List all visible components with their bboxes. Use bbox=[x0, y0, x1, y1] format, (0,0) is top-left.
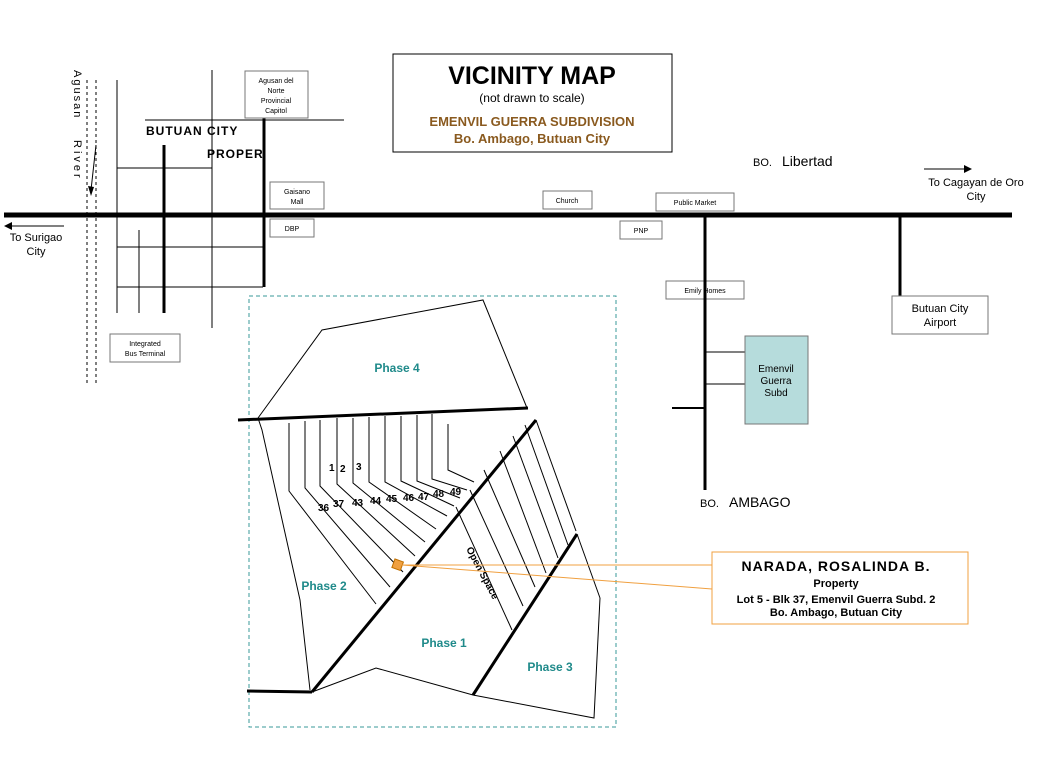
svg-text:BO.: BO. bbox=[700, 498, 719, 510]
lot-number: 2 bbox=[340, 464, 346, 475]
landmark-capitol: Agusan del Norte Provincial Capitol bbox=[244, 70, 309, 119]
svg-text:Public Market: Public Market bbox=[674, 200, 716, 207]
svg-text:BO.: BO. bbox=[753, 157, 772, 169]
proper-label: PROPER bbox=[207, 147, 264, 161]
svg-text:City: City bbox=[27, 246, 46, 258]
svg-text:Subd: Subd bbox=[764, 388, 787, 399]
ambago-label: BO. AMBAGO bbox=[700, 494, 791, 510]
map-title: VICINITY MAP bbox=[448, 62, 616, 90]
svg-text:Integrated: Integrated bbox=[129, 341, 161, 348]
svg-text:Church: Church bbox=[556, 198, 579, 205]
to-cagayan-de-oro: To Cagayan de Oro City bbox=[924, 165, 1024, 203]
lot-number: 43 bbox=[352, 498, 364, 509]
landmark-bus-terminal: Integrated Bus Terminal bbox=[109, 333, 181, 363]
svg-text:Butuan City: Butuan City bbox=[912, 303, 969, 315]
svg-text:PNP: PNP bbox=[634, 228, 649, 235]
svg-text:Agusan del: Agusan del bbox=[258, 78, 293, 85]
svg-text:DBP: DBP bbox=[285, 226, 300, 233]
property-address: Bo. Ambago, Butuan City bbox=[770, 607, 903, 619]
landmark-public-market: Public Market bbox=[655, 192, 735, 212]
svg-text:Bus Terminal: Bus Terminal bbox=[125, 351, 166, 358]
phase-2-label: Phase 2 bbox=[301, 579, 347, 593]
landmark-church: Church bbox=[542, 190, 593, 210]
lot-number: 45 bbox=[386, 494, 398, 505]
subdivision-name: EMENVIL GUERRA SUBDIVISION bbox=[429, 114, 634, 129]
arrow-left-icon bbox=[4, 222, 12, 230]
svg-text:To Surigao: To Surigao bbox=[10, 232, 63, 244]
property-type: Property bbox=[813, 578, 859, 590]
lot-number: 46 bbox=[403, 493, 415, 504]
landmark-gaisano-mall: Gaisano Mall bbox=[269, 181, 325, 210]
subdivision-inset-frame bbox=[248, 295, 617, 728]
landmark-pnp: PNP bbox=[619, 220, 663, 240]
to-surigao: To Surigao City bbox=[4, 222, 64, 258]
lot-numbers: 1 2 3 36 37 43 44 45 46 47 48 49 bbox=[318, 462, 462, 514]
svg-text:Capitol: Capitol bbox=[265, 108, 287, 115]
phase-1-label: Phase 1 bbox=[421, 636, 467, 650]
svg-text:Libertad: Libertad bbox=[782, 153, 833, 169]
scale-note: (not drawn to scale) bbox=[479, 91, 584, 105]
callout-line bbox=[401, 564, 713, 590]
lot-number: 48 bbox=[433, 489, 445, 500]
property-callout: NARADA, ROSALINDA B. Property Lot 5 - Bl… bbox=[711, 551, 969, 625]
svg-text:Guerra: Guerra bbox=[760, 376, 792, 387]
svg-text:AMBAGO: AMBAGO bbox=[729, 494, 791, 510]
lot-number: 3 bbox=[356, 462, 362, 473]
river-label-agusan: Agusan bbox=[71, 70, 83, 119]
landmark-dbp: DBP bbox=[269, 218, 315, 238]
lot-number: 37 bbox=[333, 499, 345, 510]
lot-number: 47 bbox=[418, 492, 430, 503]
phase-4-label: Phase 4 bbox=[374, 361, 420, 375]
lot-number: 1 bbox=[329, 463, 335, 474]
subdivision-plan bbox=[237, 299, 601, 719]
arrow-right-icon bbox=[964, 165, 972, 173]
landmark-airport: Butuan City Airport bbox=[891, 295, 989, 335]
lot-number: 44 bbox=[370, 496, 382, 507]
property-lot: Lot 5 - Blk 37, Emenvil Guerra Subd. 2 bbox=[737, 594, 936, 606]
lot-number: 49 bbox=[450, 487, 462, 498]
butuan-city-label: BUTUAN CITY bbox=[146, 124, 238, 138]
subdivision-location: Bo. Ambago, Butuan City bbox=[454, 131, 611, 146]
river-label-river: River bbox=[71, 140, 83, 181]
svg-text:Mall: Mall bbox=[291, 199, 304, 206]
city-grid bbox=[116, 70, 344, 328]
river-flow-arrow-icon bbox=[88, 186, 94, 196]
svg-text:Gaisano: Gaisano bbox=[284, 189, 310, 196]
svg-text:City: City bbox=[967, 191, 986, 203]
emenvil-guerra-subd-block: Emenvil Guerra Subd bbox=[744, 335, 809, 425]
open-space-label: Open Space bbox=[463, 545, 500, 602]
libertad-label: BO. Libertad bbox=[753, 153, 833, 169]
title-block: VICINITY MAP (not drawn to scale) EMENVI… bbox=[392, 53, 673, 153]
svg-text:Airport: Airport bbox=[924, 317, 956, 329]
phase-3-label: Phase 3 bbox=[527, 660, 573, 674]
lot-number: 36 bbox=[318, 503, 330, 514]
svg-text:Norte: Norte bbox=[267, 88, 284, 95]
svg-text:Emenvil: Emenvil bbox=[758, 364, 794, 375]
property-marker bbox=[391, 558, 405, 572]
svg-text:To Cagayan de Oro: To Cagayan de Oro bbox=[928, 177, 1023, 189]
svg-text:Provincial: Provincial bbox=[261, 98, 292, 105]
property-owner: NARADA, ROSALINDA B. bbox=[741, 558, 930, 574]
agusan-river: Agusan River bbox=[71, 70, 97, 384]
ambago-road bbox=[672, 215, 745, 490]
